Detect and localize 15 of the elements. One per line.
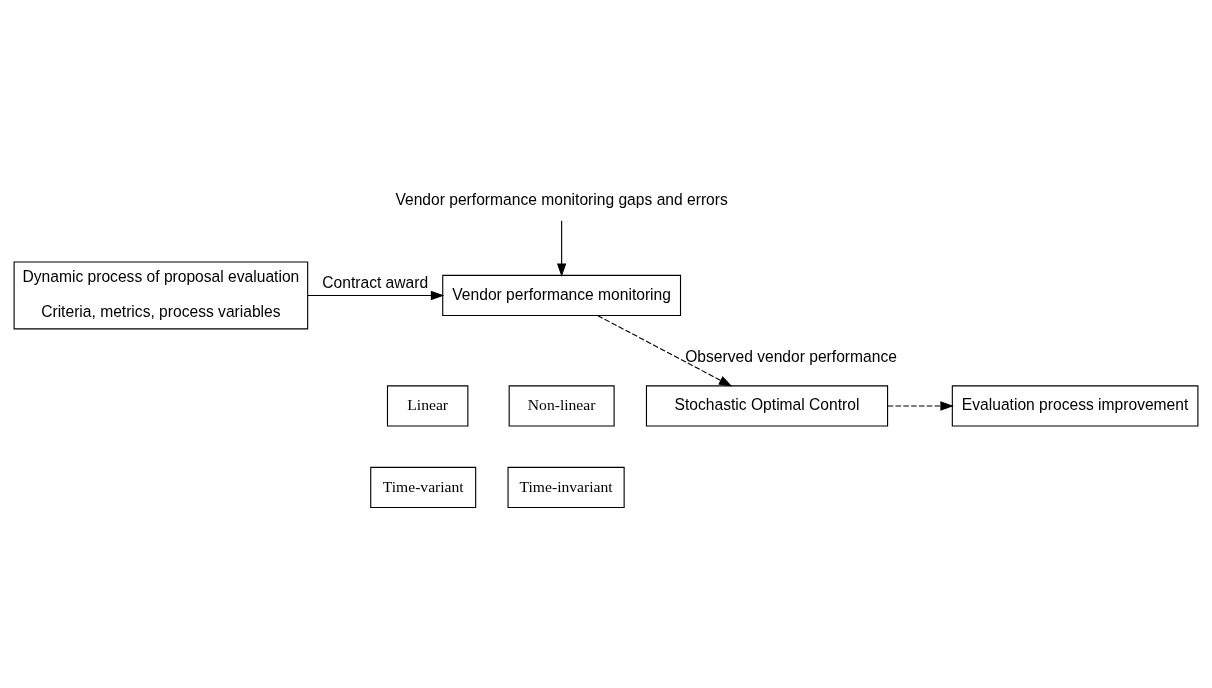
node-box: Linear: [386, 385, 469, 427]
arrow: [887, 401, 954, 411]
edge-label: Contract award: [322, 273, 429, 291]
node-box: Time-invariant: [507, 466, 625, 509]
node-box: Time-variant: [370, 466, 477, 509]
node-box: Evaluation process improvement: [951, 385, 1199, 427]
node-box: Non-linear: [508, 385, 615, 427]
node-text: Vendor performance monitoring gaps and errors: [395, 190, 728, 208]
arrow: [556, 220, 567, 277]
arrow: [597, 315, 733, 387]
node-box: Vendor performance monitoring: [442, 274, 682, 317]
node-box: Stochastic Optimal Control: [645, 385, 889, 427]
node-box: Dynamic process of proposal evaluation Criteria, metrics, process variables: [13, 261, 309, 330]
edge-label: Observed vendor performance: [685, 347, 897, 365]
arrow: [307, 290, 445, 301]
